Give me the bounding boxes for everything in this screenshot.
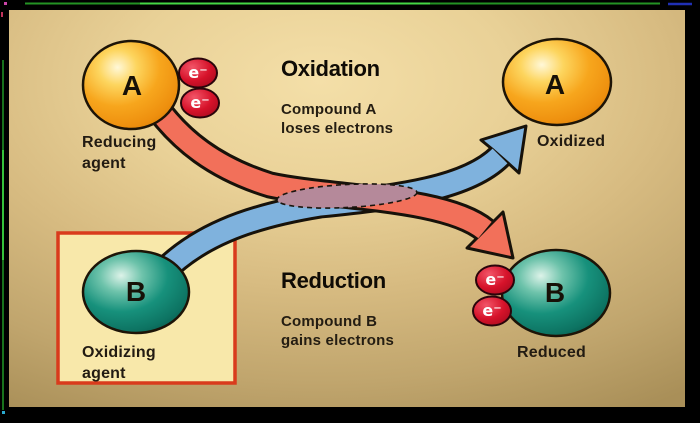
artifact-red-dot <box>1 12 3 17</box>
molecule-a-start-letter: A <box>121 70 143 101</box>
reducing-agent-label: Reducing agent <box>82 134 157 172</box>
molecule-b-end-letter: B <box>544 277 566 308</box>
electron-symbol: e⁻ <box>188 63 208 82</box>
molecule-b-start-letter: B <box>125 276 147 307</box>
electron-symbol: e⁻ <box>485 270 505 289</box>
reduction-title: Reduction <box>281 268 386 293</box>
oxidized-label: Oxidized <box>537 133 606 150</box>
electron-symbol: e⁻ <box>190 93 210 112</box>
molecule-a-end-sphere <box>501 37 613 127</box>
electron-ball <box>178 57 218 89</box>
electron-ball <box>472 295 512 327</box>
oxidizing-agent-label: Oxidizing agent <box>82 344 156 382</box>
oxidation-section: Oxidation Compound A loses electrons <box>281 42 393 154</box>
electron-symbol: e⁻ <box>482 301 502 320</box>
molecule-b-start-sphere <box>81 249 191 335</box>
oxidation-title: Oxidation <box>281 56 380 81</box>
oxidation-description: Compound A loses electrons <box>281 101 394 137</box>
electron-transfer-arrow <box>144 97 515 260</box>
artifact-cyan-dot <box>2 411 5 414</box>
video-artifacts <box>1 2 692 414</box>
molecule-a-end-letter: A <box>544 69 566 100</box>
reduced-label: Reduced <box>517 344 586 361</box>
reduction-description: Compound B gains electrons <box>281 313 395 349</box>
molecule-a-start-sphere <box>81 39 181 131</box>
electron-ball <box>180 87 220 119</box>
electron-ball <box>475 264 515 296</box>
electron-transfer-arrow-body <box>146 98 492 239</box>
arrow-overlap-lens <box>276 183 418 209</box>
reduction-section: Reduction Compound B gains electrons <box>281 254 394 366</box>
artifact-magenta-dot <box>4 2 7 5</box>
